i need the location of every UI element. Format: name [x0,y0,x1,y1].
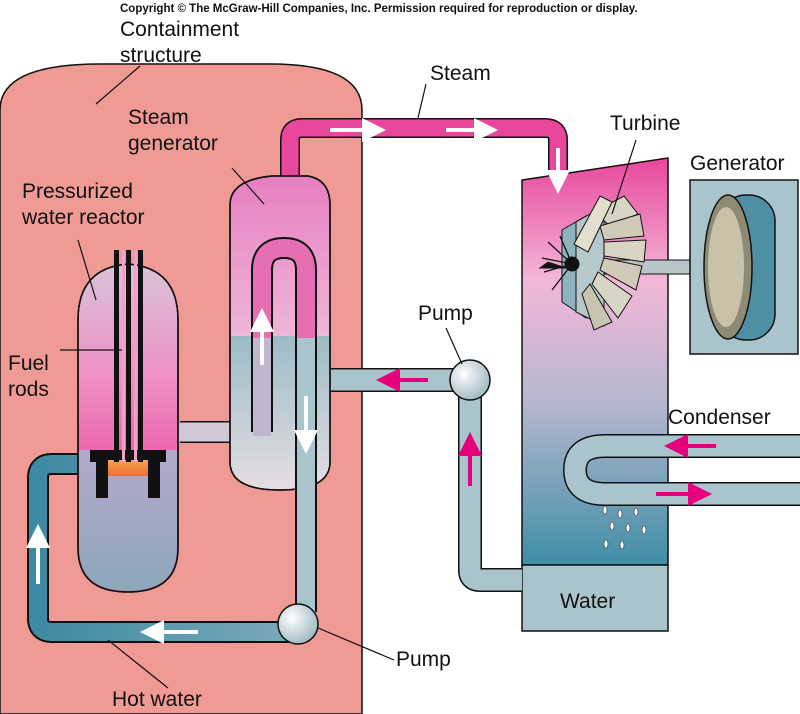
label-fuel-rods-line1: Fuel [8,352,49,375]
label-fuel-rods-line2: rods [8,378,49,401]
control-rod-3 [138,250,143,462]
water-tank [521,564,669,632]
label-generator: Generator [690,152,785,175]
label-hot-water: Hot water [112,688,202,711]
generator-icon [703,194,776,341]
condensate-droplets [602,505,647,550]
turbine-icon [538,195,647,331]
label-pump-top: Pump [418,302,473,325]
label-steam-generator-line1: Steam [128,106,189,129]
leader-lines [60,65,637,689]
control-rod-1 [114,250,119,462]
reactor-core [108,460,148,476]
label-condenser: Condenser [668,406,771,429]
copyright-text: Copyright © The McGraw-Hill Companies, I… [120,3,638,15]
label-reactor-line2: water reactor [21,206,145,229]
label-turbine: Turbine [610,112,680,135]
control-rod-2 [126,250,131,462]
label-steam: Steam [430,62,491,85]
pump-icon [449,359,491,401]
flow-arrows [26,118,716,644]
label-reactor-line1: Pressurized [22,180,133,203]
pump-icon [277,603,319,645]
label-containment-line2: structure [120,44,202,67]
label-containment-line1: Containment [120,18,239,41]
label-steam-generator-line2: generator [128,132,218,155]
label-pump-bottom: Pump [396,648,451,671]
label-water: Water [560,590,615,613]
